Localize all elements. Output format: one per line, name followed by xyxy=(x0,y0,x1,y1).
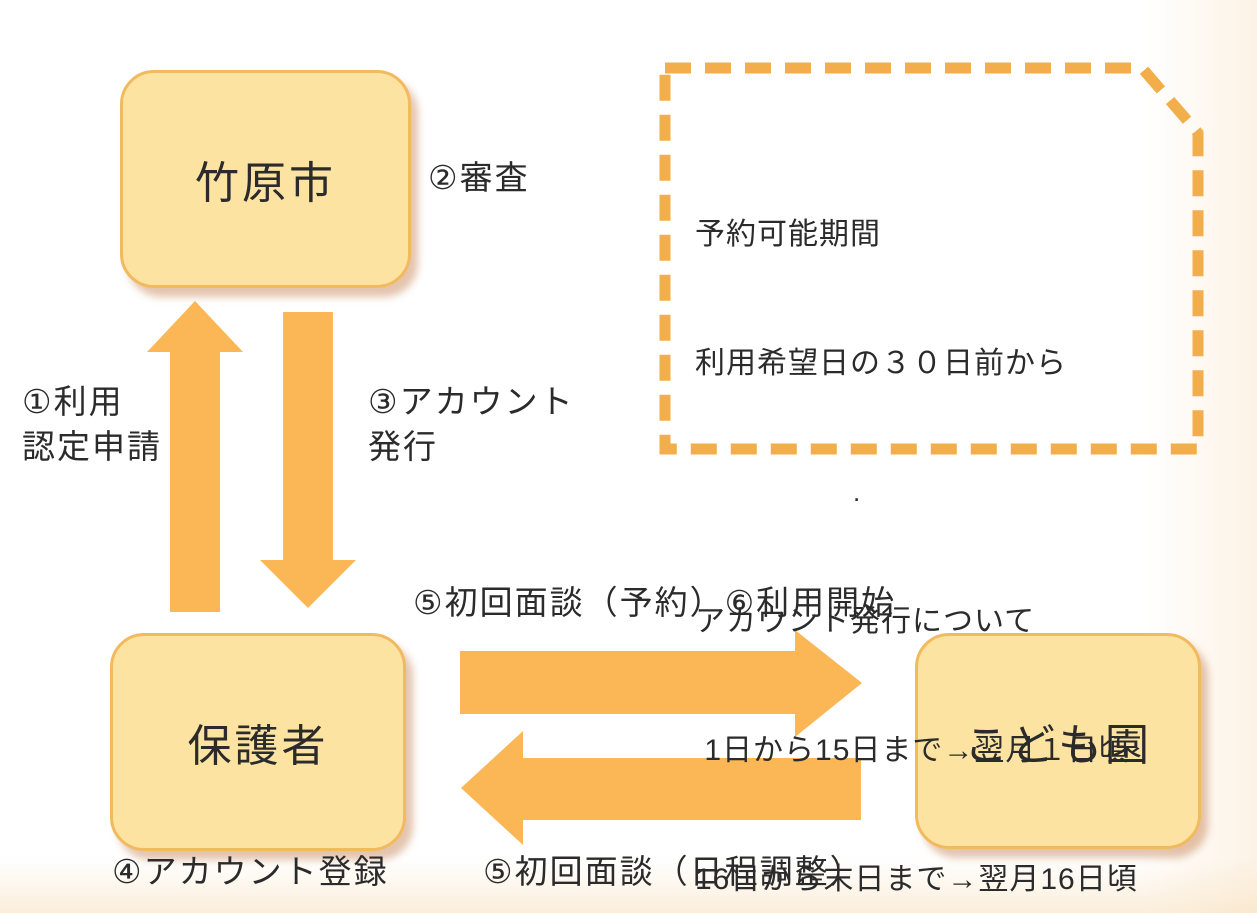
label-step5-interview-reservation-step6-use-start: ⑤初回面談（予約）⑥利用開始 xyxy=(413,584,897,621)
node-guardian-label: 保護者 xyxy=(187,722,329,771)
note-line-reservation-period-title: 予約可能期間 xyxy=(695,218,881,251)
label-step4-account-registration: ④アカウント登録 xyxy=(112,853,389,890)
note-dashed-border xyxy=(659,62,1204,455)
node-takehara-city: 竹原市 xyxy=(120,70,411,288)
label-step1-use-certification-application: ①利用 認定申請 xyxy=(22,383,162,465)
note-line-reservation-period-detail: 利用希望日の３０日前から xyxy=(695,347,1067,380)
node-guardian: 保護者 xyxy=(110,633,406,851)
label-step3-account-issue: ③アカウント 発行 xyxy=(368,383,575,465)
arrow-down xyxy=(260,312,356,608)
note-text-block: 予約可能期間 利用希望日の３０日前から . アカウント発行について 1日から15… xyxy=(695,127,1138,913)
label-step5-interview-schedule-adjustment: ⑤初回面談（日程調整） xyxy=(483,853,865,890)
label-step2-screening: ②審査 xyxy=(428,159,530,196)
note-line-dot: . xyxy=(853,477,862,507)
arrow-up xyxy=(147,301,243,612)
node-kodomoen-label: こども園 xyxy=(964,721,1152,770)
node-kodomoen: こども園 xyxy=(915,633,1201,849)
arrow-right xyxy=(460,630,862,737)
note-line-account-issue-second-half: 16日から末日まで→翌月16日頃 xyxy=(695,863,1138,896)
node-takehara-city-label: 竹原市 xyxy=(195,159,336,208)
arrow-left xyxy=(461,731,861,845)
note-line-account-issue-title: アカウント発行について xyxy=(695,605,1036,638)
note-line-account-issue-first-half: 1日から15日まで→翌月１日頃 xyxy=(695,734,1130,767)
